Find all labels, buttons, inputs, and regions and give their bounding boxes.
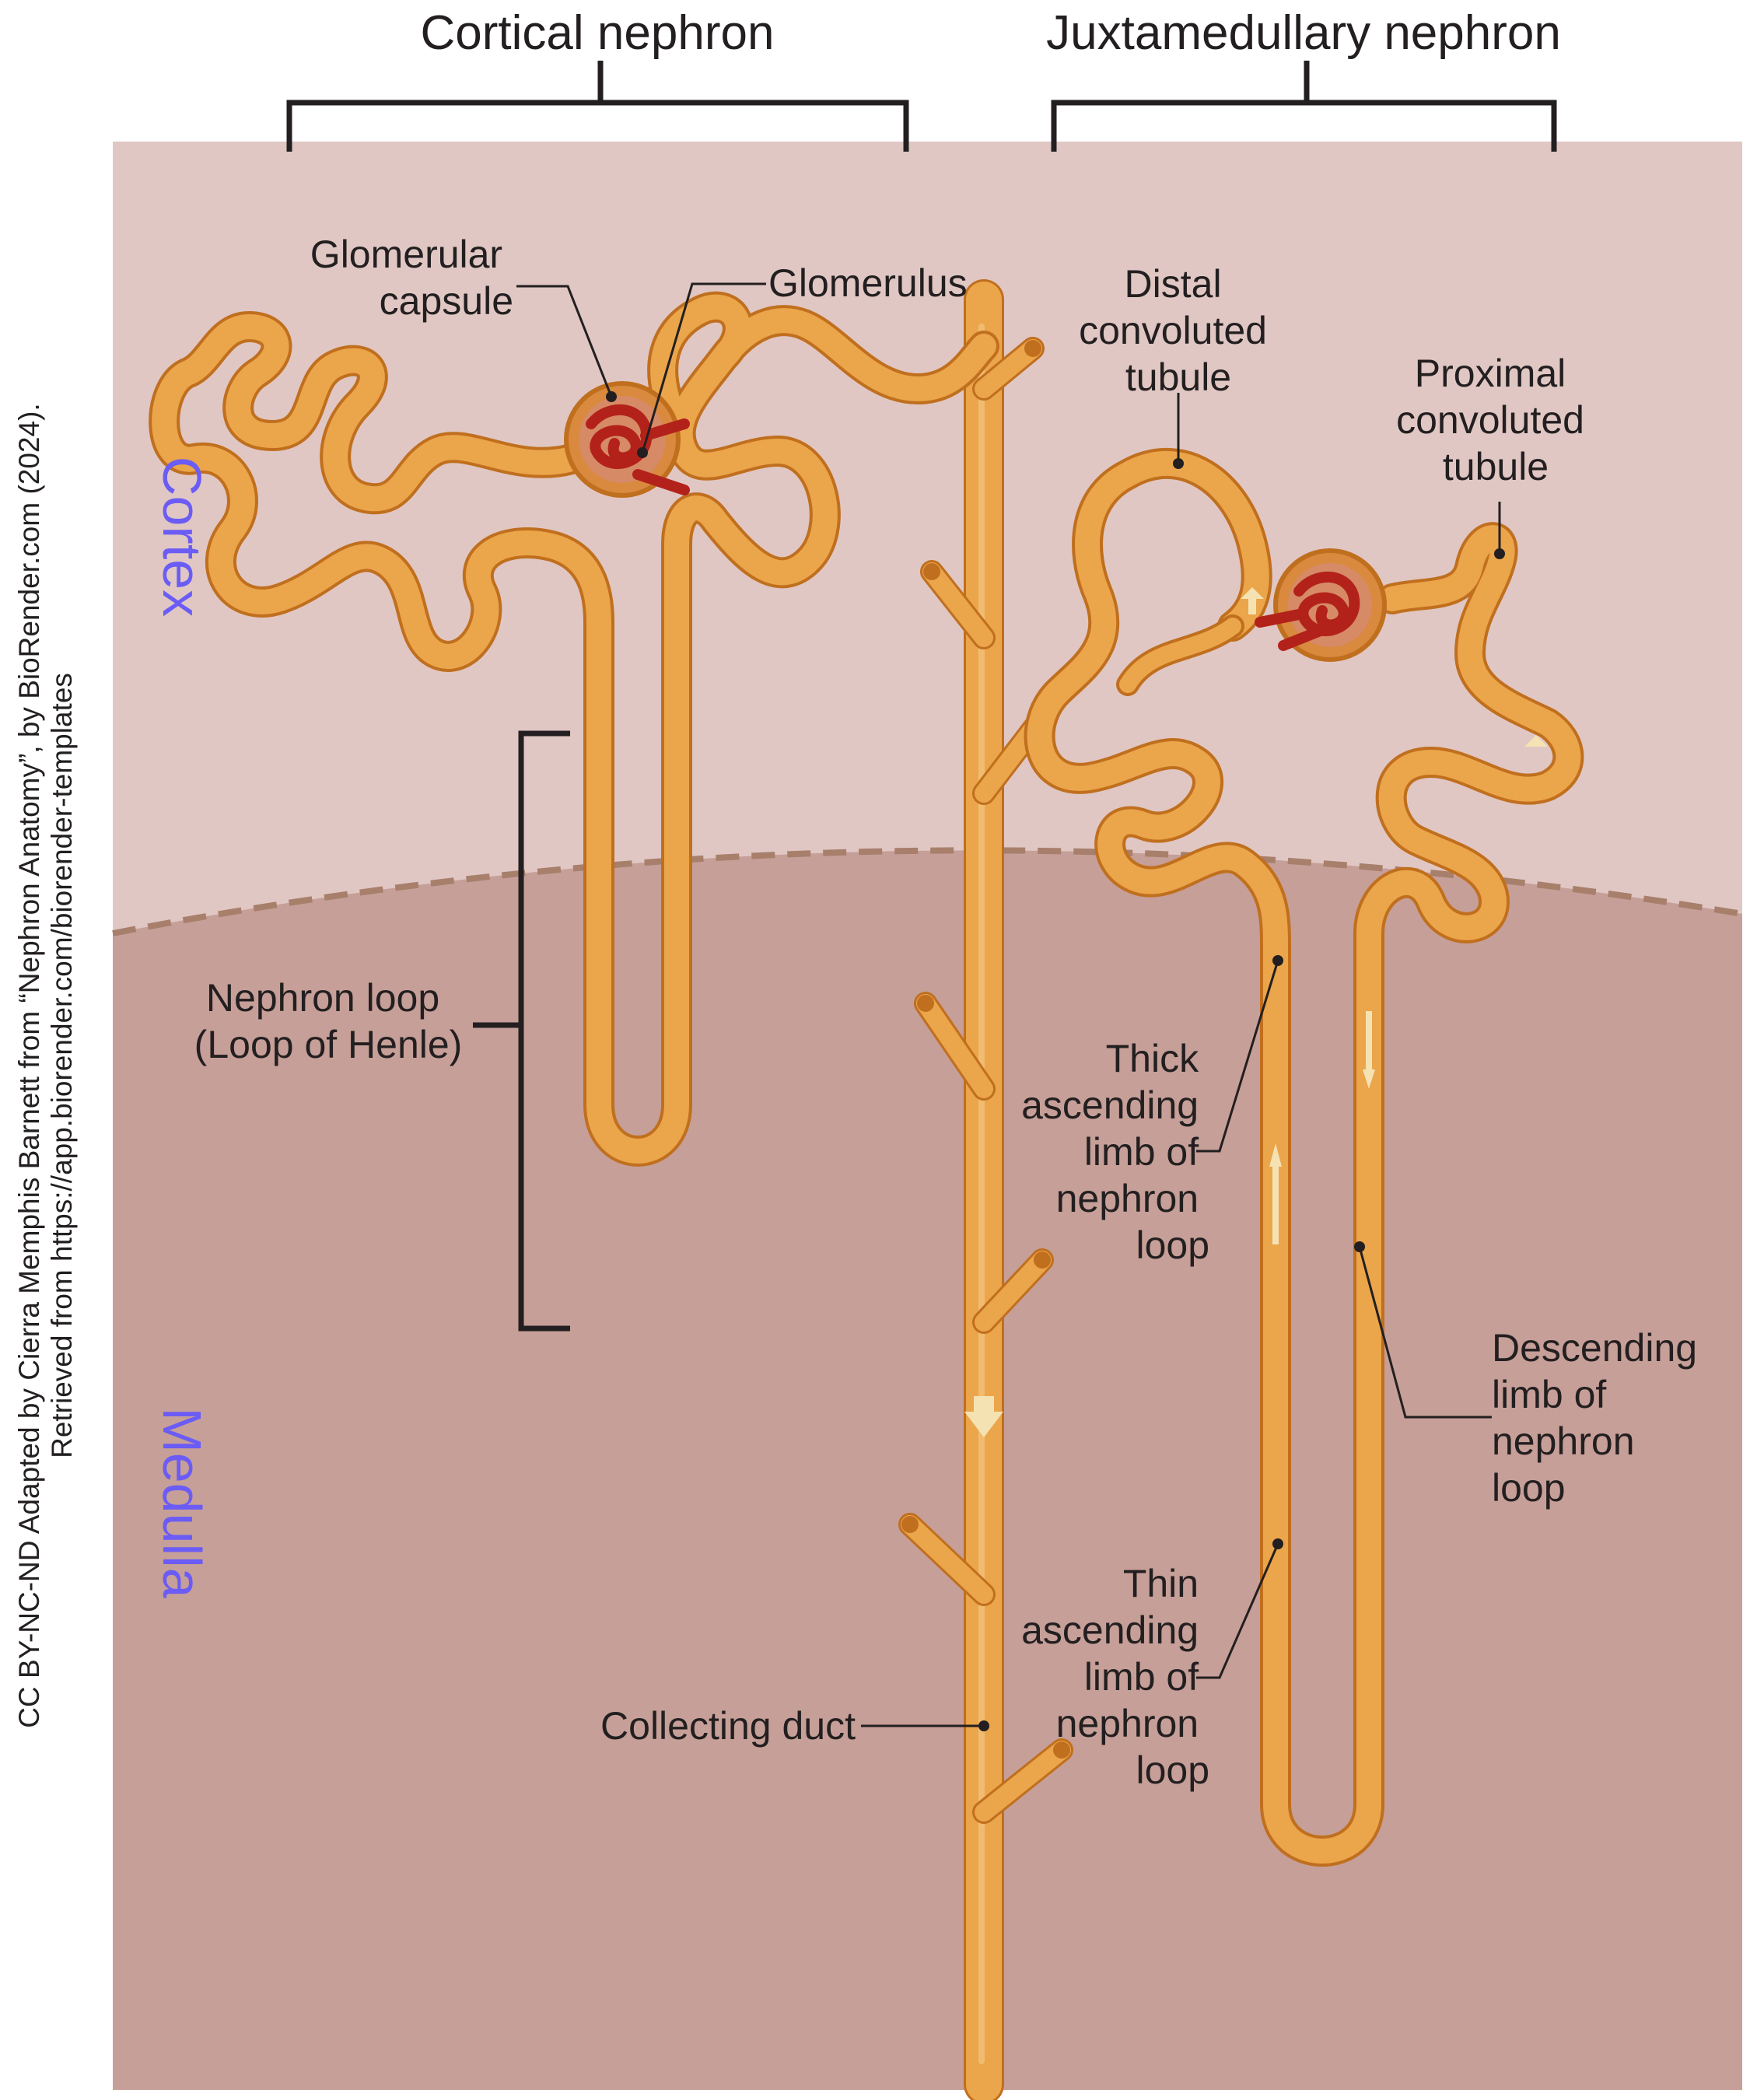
juxtamedullary-flow-arrows <box>1241 587 1548 1244</box>
juxtamedullary-bracket <box>1051 61 1557 152</box>
nephron-loop-label: Nephron loop (Loop of Henle) <box>194 976 463 1066</box>
collecting-duct <box>898 279 1073 2100</box>
collecting-duct-branches <box>898 337 1073 1824</box>
cortical-nephron-header: Cortical nephron <box>421 6 775 60</box>
cortical-bracket <box>286 61 909 152</box>
cortical-renal-corpuscle <box>564 381 690 498</box>
thin-ascending-limb-label: Thin ascending limb of nephron loop <box>1021 1562 1209 1792</box>
flow-arrow <box>964 1396 1003 1437</box>
header-brackets <box>286 61 1557 152</box>
juxtamedullary-tubules <box>1024 447 1584 1867</box>
distal-convoluted-tubule-label: Distal convoluted tubule <box>1079 262 1278 399</box>
thick-ascending-limb-label: Thick ascending limb of nephron loop <box>1021 1037 1209 1267</box>
glomerulus-capillaries <box>586 404 690 495</box>
cortical-nephron <box>149 291 999 1167</box>
juxtamedullary-renal-corpuscle <box>1255 548 1387 662</box>
credit-line-2: Retrieved from https://app.biorender.com… <box>46 673 78 1458</box>
medulla-label: Medulla <box>152 1407 212 1598</box>
glomerulus-label: Glomerulus <box>768 261 968 305</box>
nephron-loop-bracket <box>473 730 570 1332</box>
cortex-label: Cortex <box>152 457 212 617</box>
descending-limb-label: Descending limb of nephron loop <box>1492 1326 1708 1510</box>
proximal-convoluted-tubule-label: Proximal convoluted tubule <box>1396 352 1595 488</box>
cortical-convoluted-tubules <box>149 291 999 1167</box>
tissue-background <box>112 142 1743 2090</box>
juxtamedullary-glomerulus <box>1255 571 1360 651</box>
collecting-duct-label: Collecting duct <box>600 1704 856 1748</box>
juxtamedullary-nephron-header: Juxtamedullary nephron <box>1046 6 1561 60</box>
juxtamedullary-nephron <box>1024 447 1584 1867</box>
leader-lines <box>473 282 1505 1731</box>
credit-line-1: CC BY-NC-ND Adapted by Cierra Memphis Ba… <box>13 403 45 1727</box>
glomerular-capsule-label: Glomerular capsule <box>310 233 513 323</box>
